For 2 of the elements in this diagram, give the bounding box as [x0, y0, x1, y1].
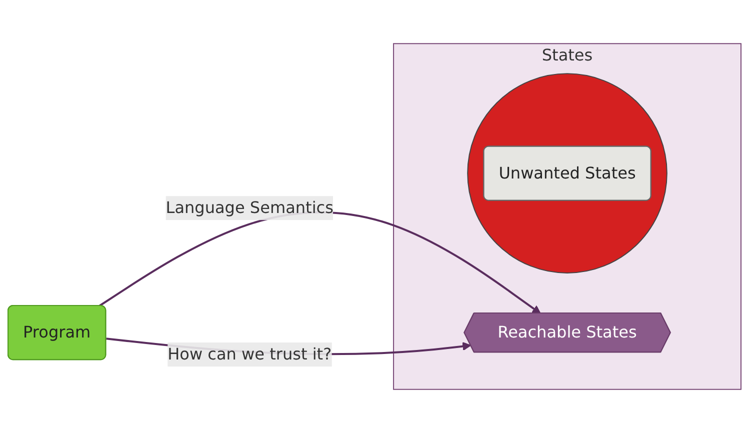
edge-label: Language Semantics	[166, 198, 334, 218]
edge-label: How can we trust it?	[168, 344, 332, 364]
